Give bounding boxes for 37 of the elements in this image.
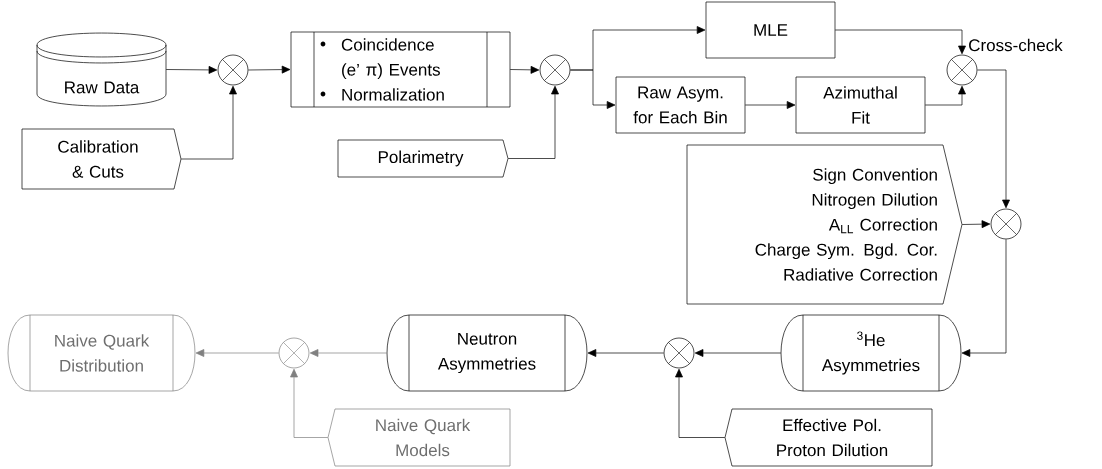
summing-junction	[278, 337, 310, 369]
arrow	[961, 239, 1007, 357]
terminal-box: Naive Quark Distribution	[7, 314, 196, 392]
tag-box: Effective Pol. Proton Dilution	[724, 408, 933, 467]
process-box: Azimuthal Fit	[795, 76, 926, 134]
summing-junction	[663, 337, 695, 369]
subprocess-box: Coincidence (e’ π) Events Normalization	[290, 31, 511, 108]
arrow	[180, 85, 237, 160]
terminal-box: Neutron Asymmetries	[386, 314, 588, 392]
arrow	[694, 349, 782, 357]
arrow	[165, 66, 218, 74]
arrow	[248, 65, 291, 74]
arrow	[570, 69, 616, 109]
arrow	[509, 65, 540, 74]
terminal-box: $^{3}$He Asymmetries	[780, 314, 962, 392]
arrow	[309, 349, 388, 357]
process-box: Raw Asym. for Each Bin	[615, 76, 746, 134]
arrow	[924, 85, 966, 106]
arrow	[195, 349, 279, 357]
process-box: MLE	[705, 1, 836, 59]
arrow	[834, 29, 966, 55]
arrow	[507, 85, 559, 159]
arrow	[290, 368, 329, 438]
summing-junction	[990, 208, 1022, 240]
tag-box: Sign Convention Nitrogen Dilution A$_{LL}$ Correction Charge Sym. Bgd. Cor. Radiative Correction	[686, 144, 963, 305]
tag-box: Calibration & Cuts	[21, 128, 182, 190]
arrow	[961, 220, 991, 229]
node-label: Cross-check	[969, 38, 1063, 52]
database-cylinder: Raw Data	[36, 32, 167, 107]
arrow	[587, 349, 664, 357]
tag-box: Naive Quark Models	[327, 408, 511, 467]
summing-junction	[217, 54, 249, 86]
tag-box: Polarimetry	[337, 139, 509, 178]
arrow	[977, 69, 1010, 209]
arrow	[744, 101, 796, 109]
summing-junction	[539, 54, 571, 86]
arrow	[675, 368, 726, 438]
